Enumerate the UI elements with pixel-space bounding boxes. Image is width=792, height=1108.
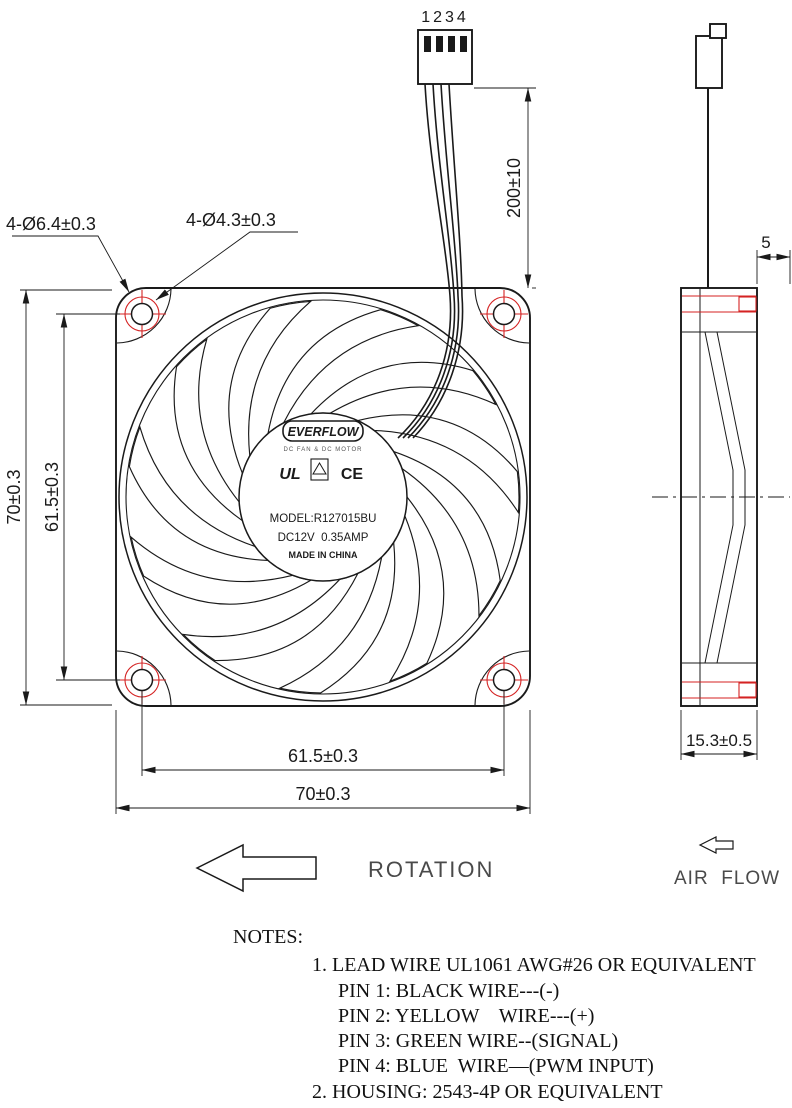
fan-rim-outer: [118, 292, 528, 702]
origin-text: MADE IN CHINA: [289, 550, 358, 560]
connector-pin-3: [448, 36, 455, 52]
dim-thickness: 15.3±0.5: [686, 731, 752, 750]
fan-side-view: 5 15.3±0.5: [652, 23, 791, 760]
brand-logo-box: [282, 420, 364, 442]
notes-pin-1: PIN 1: BLACK WIRE---(-): [338, 980, 559, 1002]
ce-mark: CE: [341, 466, 364, 483]
connector-side-notch: [709, 23, 727, 39]
fan-blade: [128, 425, 270, 562]
brand-sub-text: DC FAN & DC MOTOR: [284, 447, 363, 453]
rotation-label: ROTATION: [368, 857, 494, 882]
fan-blade: [173, 337, 244, 523]
side-red-hole-bottom: [738, 682, 757, 698]
leader-hole-inner: [155, 231, 298, 301]
notes-line-2: 2. HOUSING: 2543-4P OR EQUIVALENT: [312, 1081, 663, 1103]
lead-wires: [397, 83, 464, 439]
dim-pitch-bottom: 61.5±0.3: [288, 746, 358, 766]
warning-label-icon: [310, 458, 329, 481]
lead-wire: [412, 83, 464, 439]
corner-arc-tr: [474, 288, 530, 344]
rating-text: DC12V 0.35AMP: [278, 532, 369, 544]
brand-text: EVERFLOW: [288, 425, 360, 439]
lead-wire: [407, 83, 460, 439]
dim-side-offset: 5: [761, 233, 770, 252]
notes-block: NOTES: 1. LEAD WIRE UL1061 AWG#26 OR EQU…: [233, 926, 756, 1103]
connector-pin-4: [460, 36, 467, 52]
leader-hole-outer: [12, 235, 130, 293]
dim-hole-outer: 4-Ø6.4±0.3: [6, 214, 96, 234]
notes-pin-3: PIN 3: GREEN WIRE--(SIGNAL): [338, 1030, 618, 1052]
pin-numbers: 1234: [421, 9, 469, 26]
dim-hole-inner: 4-Ø4.3±0.3: [186, 210, 276, 230]
fan-blade: [388, 495, 445, 683]
mounting-hole-br: [480, 656, 528, 704]
dim-pitch-left: 61.5±0.3: [42, 462, 62, 532]
airflow-arrow-icon: [698, 836, 734, 854]
hub-label: EVERFLOW DC FAN & DC MOTOR UL CE MODEL:R…: [270, 420, 377, 560]
fan-blade: [309, 361, 498, 415]
fan-front-view: EVERFLOW DC FAN & DC MOTOR UL CE MODEL:R…: [115, 83, 531, 707]
dim-cable-length: 200±10: [504, 158, 524, 218]
mounting-hole-tr: [480, 290, 528, 338]
corner-arc-bl: [116, 650, 172, 706]
lead-wire: [397, 83, 452, 439]
notes-title: NOTES:: [233, 926, 303, 948]
connector-side-body: [695, 35, 723, 89]
rotation-indicator: ROTATION: [195, 843, 494, 893]
corner-arc-tl: [116, 288, 172, 344]
corner-arc-br: [474, 650, 530, 706]
fan-blade: [130, 535, 313, 605]
airflow-label: AIR FLOW: [674, 868, 780, 889]
dim-width-left: 70±0.3: [4, 470, 24, 525]
fan-blade: [267, 309, 421, 436]
connector-pin-1: [424, 36, 431, 52]
fan-blade: [278, 540, 396, 694]
connector-pin-2: [436, 36, 443, 52]
fan-blade: [356, 414, 520, 515]
mounting-hole-tl: [118, 290, 166, 338]
airflow-indicator: AIR FLOW: [674, 836, 780, 889]
dim-width-bottom: 70±0.3: [296, 784, 351, 804]
connector-front: 1234: [417, 9, 473, 85]
warning-triangle-icon: [312, 462, 327, 475]
fan-rim-inner: [125, 299, 521, 695]
ul-mark: UL: [279, 466, 300, 483]
model-text: MODEL:R127015BU: [270, 513, 377, 525]
notes-pin-2: PIN 2: YELLOW WIRE---(+): [338, 1005, 594, 1027]
dimensions: 200±10 4-Ø6.4±0.3 4-Ø4.3±0.3 70±0.3 61.5…: [4, 87, 536, 814]
fan-blades: [128, 300, 520, 694]
notes-pin-4: PIN 4: BLUE WIRE—(PWM INPUT): [338, 1055, 654, 1077]
rotation-arrow-icon: [195, 843, 317, 893]
fan-blade: [228, 300, 313, 476]
fan-blade: [392, 450, 501, 618]
fan-hub: [238, 412, 408, 582]
lead-wire: [402, 83, 456, 439]
notes-line-1: 1. LEAD WIRE UL1061 AWG#26 OR EQUIVALENT: [312, 954, 756, 976]
fan-blade: [181, 572, 360, 662]
side-red-hole-top: [738, 296, 757, 312]
